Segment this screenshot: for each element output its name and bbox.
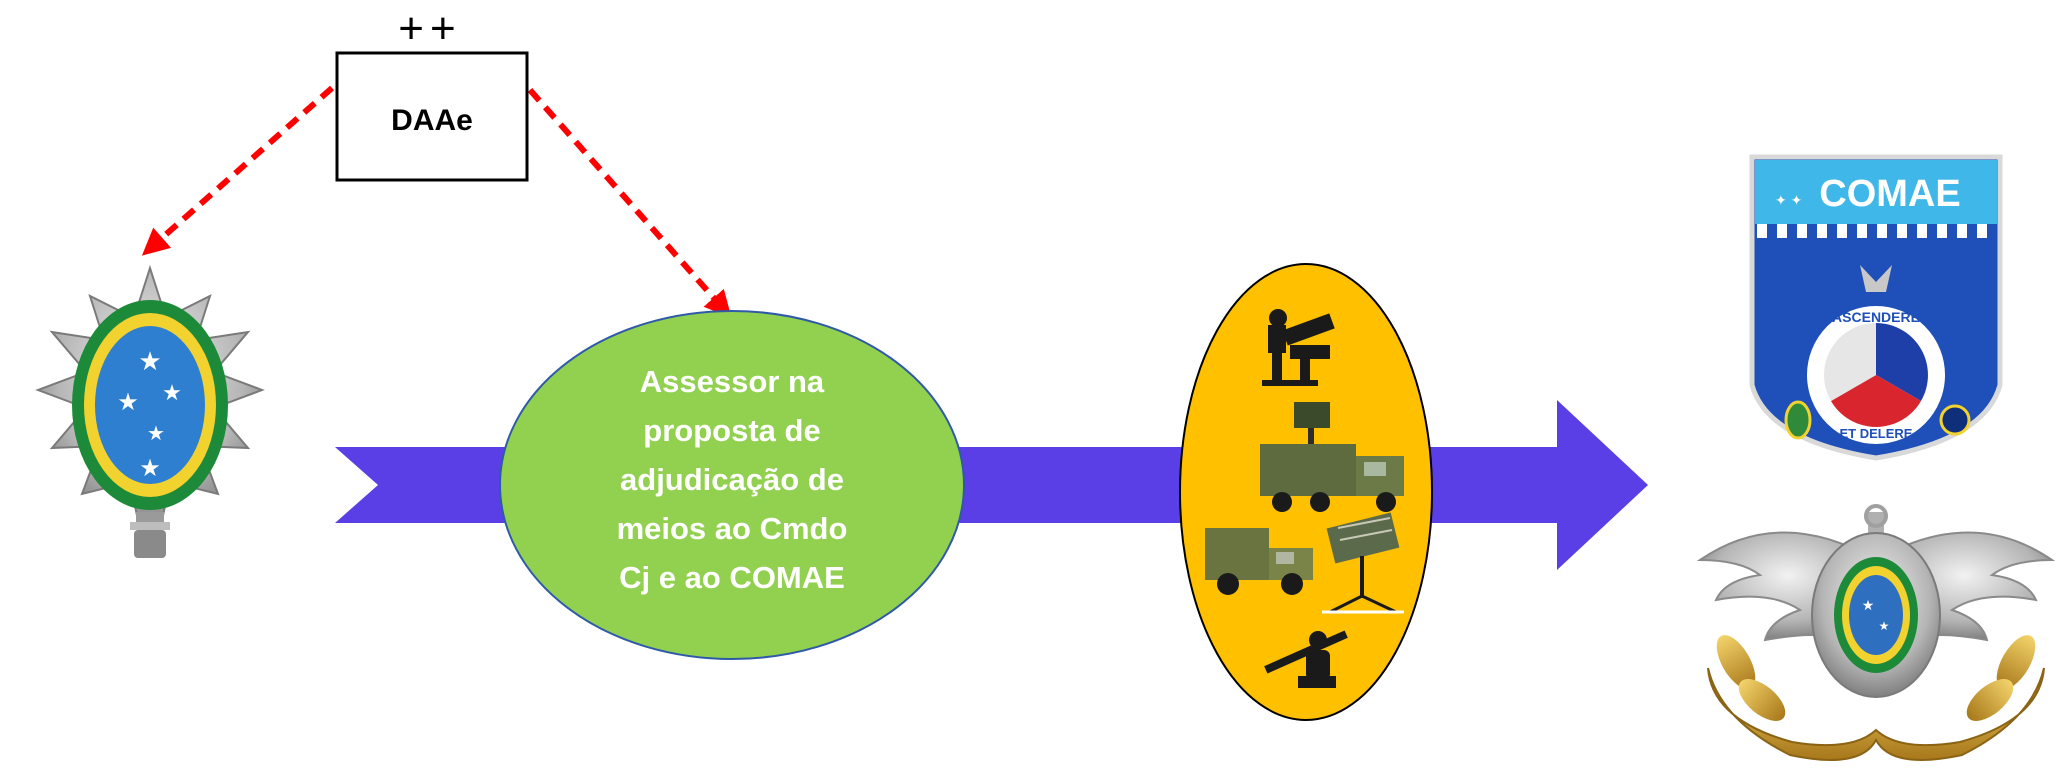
svg-text:★: ★	[147, 423, 165, 445]
svg-text:★: ★	[117, 389, 139, 416]
flow-arrow	[335, 400, 1648, 570]
svg-text:★: ★	[1862, 597, 1875, 613]
assessor-text: Assessor na proposta de adjudicação de m…	[617, 364, 848, 595]
assessor-line-5: Cj e ao COMAE	[619, 560, 845, 595]
assessor-line-3: adjudicação de	[620, 462, 844, 497]
assessor-line-4: meios ao Cmdo	[617, 511, 848, 546]
radar-antenna-icon	[1322, 512, 1404, 614]
svg-text:★: ★	[138, 346, 161, 376]
assessor-line-1: Assessor na	[640, 364, 825, 399]
dashed-arrow-to-army	[141, 85, 334, 256]
dashed-arrow-to-assessor	[527, 88, 732, 319]
comae-emblem-icon: ✦ ✦ COMAE ASCENDERE ET DELERE	[1749, 154, 2003, 461]
svg-text:★: ★	[139, 455, 161, 482]
military-vehicle-icon	[1205, 528, 1313, 595]
box-marker: ++	[398, 4, 461, 53]
assessor-line-2: proposta de	[643, 413, 820, 448]
joint-forces-emblem-icon: ★ ★	[1696, 504, 2056, 761]
comae-ring-bottom: ET DELERE	[1840, 426, 1913, 441]
comae-banner-text: COMAE	[1819, 173, 1960, 215]
anti-aircraft-gun-icon	[1262, 309, 1335, 386]
assessor-ellipse	[499, 310, 965, 660]
svg-text:★: ★	[1879, 619, 1890, 633]
comae-ring-top: ASCENDERE	[1832, 309, 1920, 325]
brazilian-army-emblem-icon: ★ ★ ★ ★ ★	[35, 264, 265, 558]
svg-text:✦ ✦: ✦ ✦	[1775, 192, 1803, 208]
daae-label: DAAe	[391, 104, 473, 137]
soldier-missile-launcher-icon	[1264, 630, 1348, 688]
daae-box	[335, 51, 529, 182]
radar-truck-icon	[1260, 402, 1404, 512]
svg-text:★: ★	[162, 380, 182, 405]
